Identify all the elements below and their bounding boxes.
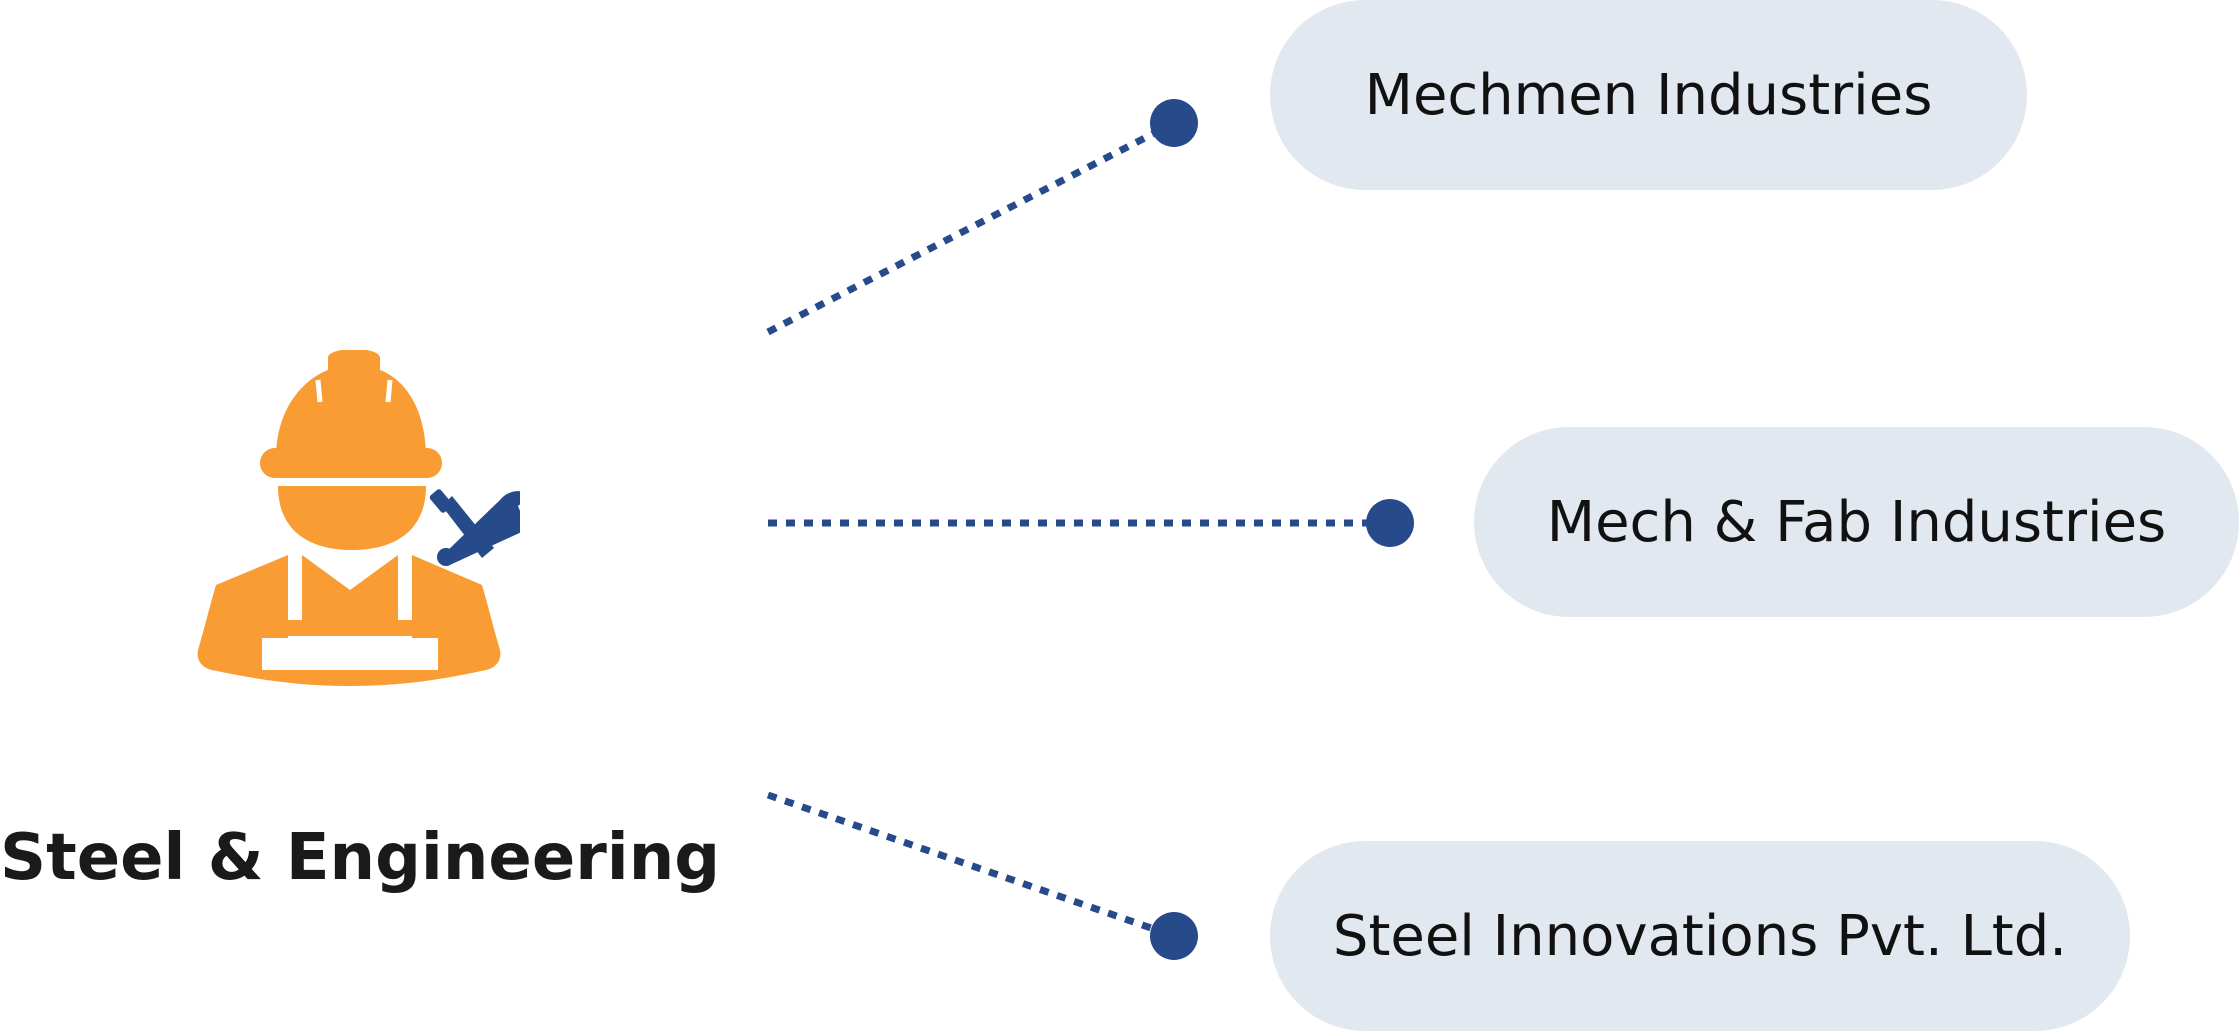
company-pill-mech-fab: Mech & Fab Industries xyxy=(1474,427,2239,617)
company-pill-mechmen: Mechmen Industries xyxy=(1270,0,2027,190)
connector-dot-1 xyxy=(1150,99,1198,147)
connector-dot-2 xyxy=(1366,499,1414,547)
construction-worker-icon xyxy=(197,350,520,686)
wrench-screwdriver-icon xyxy=(429,489,520,566)
category-title: Steel & Engineering xyxy=(0,821,721,895)
connector-line-1 xyxy=(766,119,1176,336)
company-pill-steel-innovations: Steel Innovations Pvt. Ltd. xyxy=(1270,841,2130,1031)
connector-line-3 xyxy=(766,791,1176,940)
connector-dot-3 xyxy=(1150,912,1198,960)
